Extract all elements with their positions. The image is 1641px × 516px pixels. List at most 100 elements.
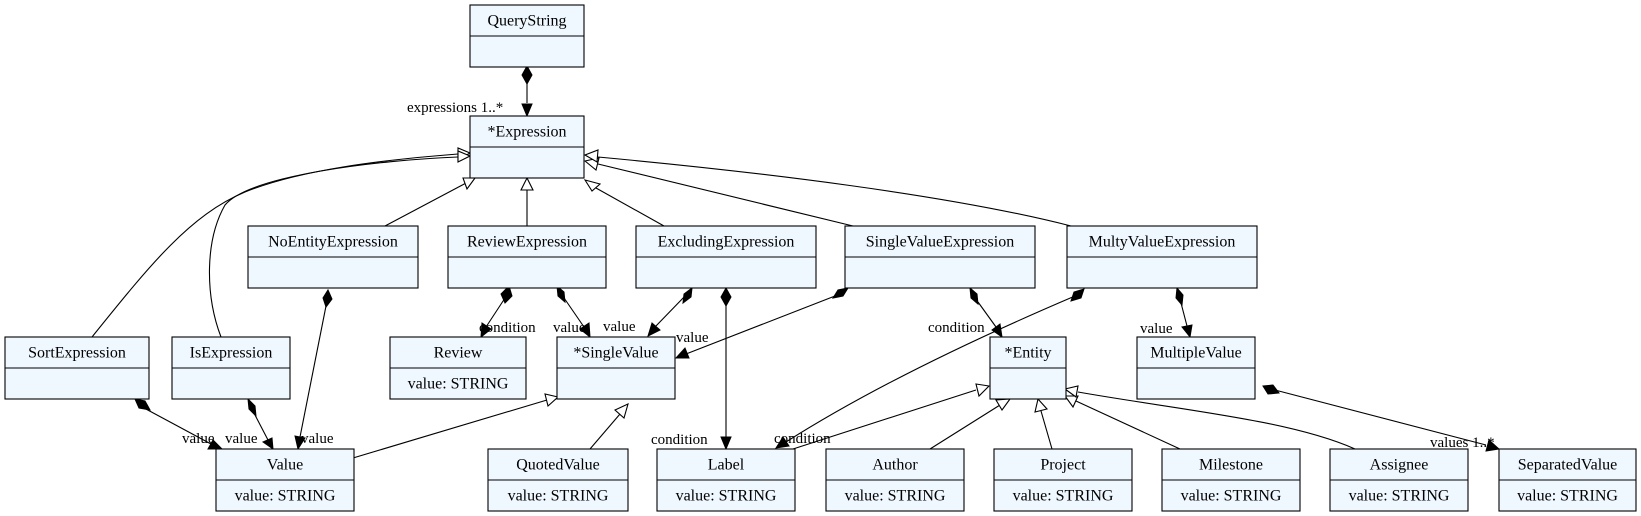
- composition-diamond: [831, 287, 850, 299]
- arrow-head: [674, 347, 690, 359]
- class-name: SortExpression: [28, 345, 126, 362]
- class-multiplevalue[interactable]: MultipleValue: [1136, 336, 1256, 400]
- class-name: NoEntityExpression: [268, 234, 398, 251]
- edge-sve-singlevalue: [674, 287, 850, 359]
- composition-diamond: [521, 64, 533, 86]
- composition-diamond: [500, 285, 513, 304]
- composition-diamond: [1175, 286, 1184, 307]
- role-sve-condition: condition: [928, 320, 985, 336]
- arrow-head: [720, 436, 732, 451]
- generalization-triangle: [583, 179, 602, 192]
- edge-value-singlevalue: [352, 393, 560, 459]
- class-attribute: value: STRING: [676, 488, 777, 505]
- role-sort-value: value: [182, 431, 215, 447]
- arrow-head: [579, 322, 591, 339]
- class-sort[interactable]: SortExpression: [4, 336, 150, 400]
- edge-singlevalue-expression: [583, 157, 854, 227]
- arrow-head: [647, 322, 661, 337]
- composition-diamond: [1262, 384, 1280, 395]
- arrow-head: [1181, 324, 1193, 339]
- arrow-head: [1485, 439, 1501, 452]
- composition-diamond: [556, 284, 566, 304]
- role-mve-value: value: [1140, 321, 1173, 337]
- arrow-head: [294, 435, 306, 451]
- edge-noentity-expression: [384, 177, 477, 227]
- class-name: QuotedValue: [516, 457, 600, 474]
- role-is-value: value: [225, 431, 258, 447]
- class-attribute: value: STRING: [235, 488, 336, 505]
- edge-reviewexpr-review: [480, 285, 513, 339]
- edge-reviewexpr-singlevalue: [556, 284, 591, 339]
- class-name: Value: [267, 457, 303, 474]
- generalization-triangle: [975, 383, 991, 398]
- class-singlevalue[interactable]: *SingleValue: [556, 336, 676, 400]
- role-review-condition: condition: [479, 320, 536, 336]
- arrow-head: [521, 103, 533, 118]
- class-attribute: value: STRING: [1013, 488, 1114, 505]
- role-excluding-condition: condition: [651, 432, 708, 448]
- class-name: QueryString: [487, 13, 566, 30]
- generalization-triangle: [457, 150, 472, 163]
- edge-noentity-value: [294, 288, 333, 451]
- class-value[interactable]: Value value: STRING: [215, 448, 355, 512]
- generalization-triangle: [1034, 397, 1049, 413]
- class-is[interactable]: IsExpression: [171, 336, 291, 400]
- edge-project-entity: [1034, 397, 1053, 450]
- edge-excluding-expression: [583, 179, 665, 227]
- generalization-triangle: [544, 393, 560, 408]
- generalization-triangle: [583, 149, 599, 163]
- role-singlevalue-value: value: [676, 330, 709, 346]
- role-mve-condition: condition: [774, 431, 831, 447]
- class-name: MultyValueExpression: [1089, 234, 1236, 251]
- class-multyvalue-expr[interactable]: MultyValueExpression: [1066, 225, 1258, 289]
- class-querystring[interactable]: QueryString: [469, 4, 585, 68]
- class-review-expr[interactable]: ReviewExpression: [447, 225, 607, 289]
- generalization-triangle: [1063, 385, 1079, 398]
- generalization-triangle: [1063, 395, 1079, 409]
- edge-sort-value: [134, 398, 224, 450]
- class-attribute: value: STRING: [408, 376, 509, 393]
- class-quotedvalue[interactable]: QuotedValue value: STRING: [487, 448, 629, 512]
- edge-is-expression: [208, 150, 472, 338]
- class-singlevalue-expr[interactable]: SingleValueExpression: [844, 225, 1036, 289]
- composition-diamond: [1070, 288, 1085, 302]
- composition-diamond: [322, 288, 333, 309]
- edge-excluding-label: [720, 286, 732, 451]
- class-expression[interactable]: *Expression: [469, 115, 585, 179]
- class-entity[interactable]: *Entity: [989, 336, 1067, 400]
- class-attribute: value: STRING: [845, 488, 946, 505]
- role-excluding-value: value: [603, 319, 636, 335]
- class-name: MultipleValue: [1150, 345, 1242, 362]
- class-noentity[interactable]: NoEntityExpression: [247, 225, 419, 289]
- class-name: SeparatedValue: [1518, 457, 1618, 474]
- class-attribute: value: STRING: [1181, 488, 1282, 505]
- class-name: Milestone: [1199, 457, 1263, 474]
- generalization-triangle: [995, 398, 1012, 411]
- class-name: *Entity: [1004, 345, 1051, 362]
- edge-author-entity: [929, 398, 1012, 450]
- class-attribute: value: STRING: [1517, 488, 1618, 505]
- arrow-head: [480, 322, 492, 339]
- class-name: Assignee: [1370, 457, 1429, 474]
- generalization-triangle: [520, 176, 534, 191]
- composition-diamond: [969, 286, 979, 306]
- classes-layer: QueryString *ExpressionNoEntityExpression…: [4, 4, 1637, 512]
- role-values: values 1..*: [1430, 435, 1495, 451]
- role-noentity-value: value: [301, 431, 334, 447]
- class-name: SingleValueExpression: [866, 234, 1014, 251]
- class-separatedvalue[interactable]: SeparatedValue value: STRING: [1498, 448, 1637, 512]
- composition-diamond: [247, 397, 257, 418]
- class-excluding[interactable]: ExcludingExpression: [635, 225, 817, 289]
- composition-diamond: [134, 398, 151, 411]
- class-attribute: value: STRING: [508, 488, 609, 505]
- composition-diamond: [682, 286, 693, 305]
- class-milestone[interactable]: Milestone value: STRING: [1161, 448, 1301, 512]
- arrow-head: [774, 436, 790, 449]
- composition-diamond: [720, 286, 732, 308]
